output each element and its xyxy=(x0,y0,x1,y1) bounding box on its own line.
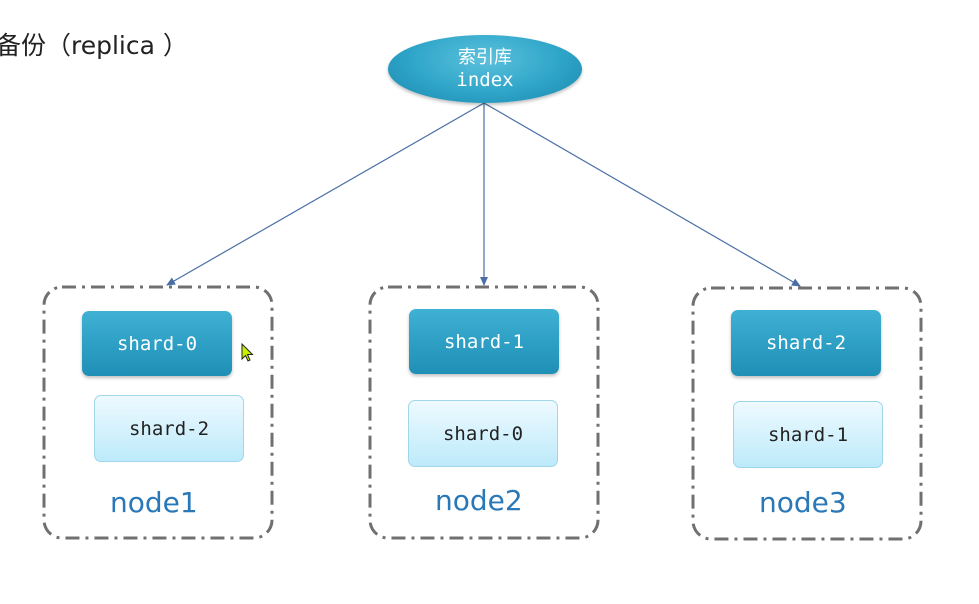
node2-box: shard-1 shard-0 node2 xyxy=(368,285,600,540)
node1-border xyxy=(42,285,274,540)
link-to-node1 xyxy=(166,102,485,286)
mouse-cursor-icon xyxy=(241,343,254,362)
index-label: index xyxy=(456,69,514,91)
node1-replica-shard: shard-2 xyxy=(94,395,244,462)
index-label-cn: 索引库 xyxy=(458,47,512,68)
node3-label: node3 xyxy=(759,486,847,519)
node3-border xyxy=(691,286,923,541)
node3-replica-shard: shard-1 xyxy=(733,401,883,468)
node2-border xyxy=(368,285,600,540)
node1-label: node1 xyxy=(110,486,198,519)
node1-box: shard-0 shard-2 node1 xyxy=(42,285,274,540)
node2-label: node2 xyxy=(435,484,523,517)
page-title: 备份（replica ） xyxy=(0,31,188,60)
node3-box: shard-2 shard-1 node3 xyxy=(691,286,923,541)
node3-primary-shard: shard-2 xyxy=(731,310,881,376)
node2-replica-shard: shard-0 xyxy=(408,400,558,467)
index-node: 索引库 index xyxy=(388,35,582,103)
node1-primary-shard: shard-0 xyxy=(82,311,232,376)
link-to-node3 xyxy=(483,102,801,287)
node2-primary-shard: shard-1 xyxy=(409,309,559,374)
